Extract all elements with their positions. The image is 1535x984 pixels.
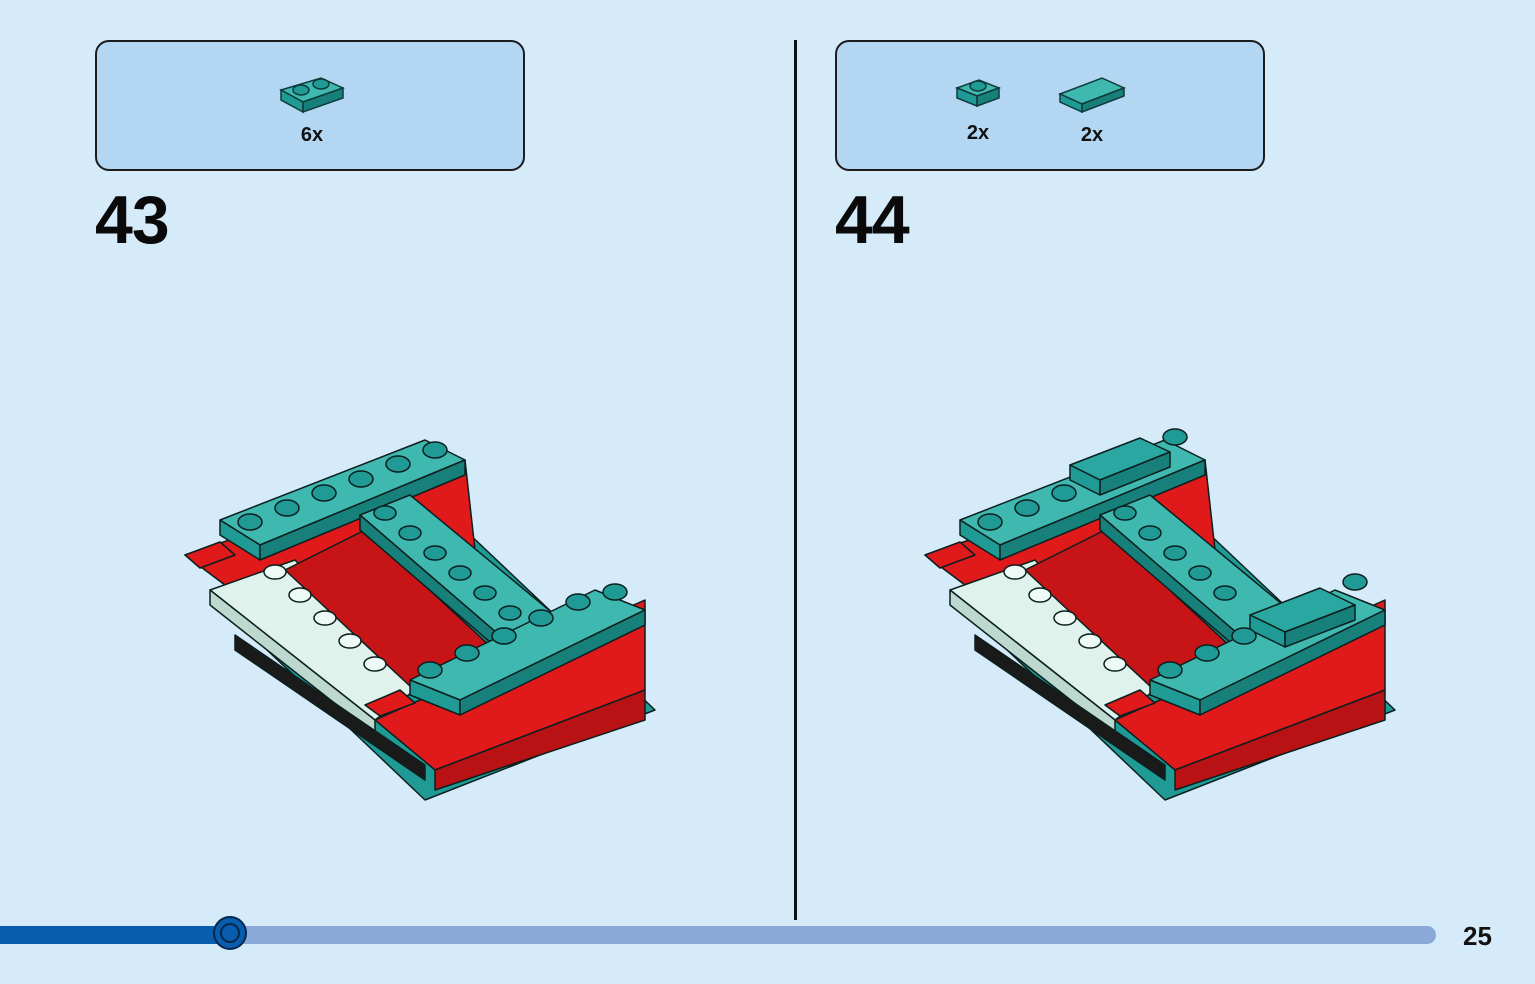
teal-plate-1x2-icon [279,77,346,114]
part-item: 2x [1047,72,1137,147]
part-quantity: 2x [966,122,990,144]
model-illustration-step-43 [184,439,656,801]
parts-callout-step-44: 2x 2x [835,40,1265,171]
part-quantity: 6x [300,124,324,146]
parts-callout-step-43: 6x [95,40,525,171]
progress-knob [213,916,247,950]
part-item: 2x [933,72,1023,145]
progress-track [0,916,1436,950]
teal-plate-1x1-icon [954,79,1002,108]
progress-fill [0,926,230,944]
part-item: 6x [267,72,357,147]
page-number: 25 [1463,921,1492,951]
part-quantity: 2x [1080,124,1104,146]
model-illustration-step-44 [924,428,1396,801]
step-number: 44 [835,182,910,258]
page-divider [794,40,797,920]
teal-tile-1x2-icon [1058,77,1126,114]
step-number: 43 [95,182,170,258]
